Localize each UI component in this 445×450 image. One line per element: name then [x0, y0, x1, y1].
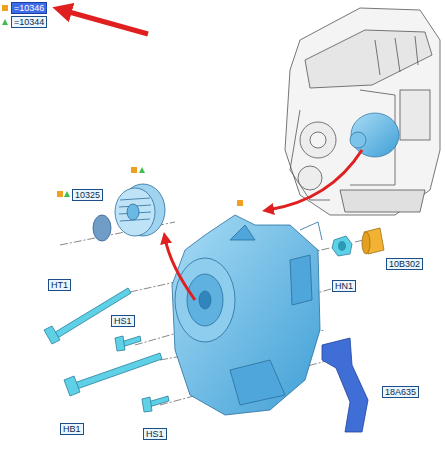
callout-number: 10B302: [386, 258, 423, 270]
legend-entry: =10346: [11, 2, 47, 14]
legend-symbol: [2, 5, 8, 11]
alternator-on-engine: [350, 113, 399, 157]
legend-text: =10346: [11, 2, 47, 14]
pulley-cover: [93, 215, 111, 241]
nut: [332, 236, 352, 256]
location-arrow: [268, 150, 362, 210]
callout-number: HS1: [143, 428, 167, 440]
applicability-marker: [57, 167, 243, 206]
legend-entry: =10344: [11, 16, 47, 28]
callout-number: 18A635: [382, 386, 419, 398]
pointer-arrow: [62, 10, 148, 34]
engine-illustration: [285, 8, 440, 215]
callout-number: HS1: [111, 315, 135, 327]
callout-number: HT1: [48, 279, 71, 291]
bracket: [322, 338, 368, 432]
bolt: [44, 288, 169, 412]
callout-number: HN1: [332, 280, 356, 292]
legend-symbol: [2, 19, 8, 25]
callout-number: HB1: [60, 423, 84, 435]
location-arrow: [165, 238, 195, 300]
pulley: [115, 184, 165, 236]
cap: [362, 228, 384, 254]
callout-number: 10325: [72, 189, 103, 201]
legend-text: =10344: [11, 16, 47, 28]
alternator: [172, 215, 322, 415]
